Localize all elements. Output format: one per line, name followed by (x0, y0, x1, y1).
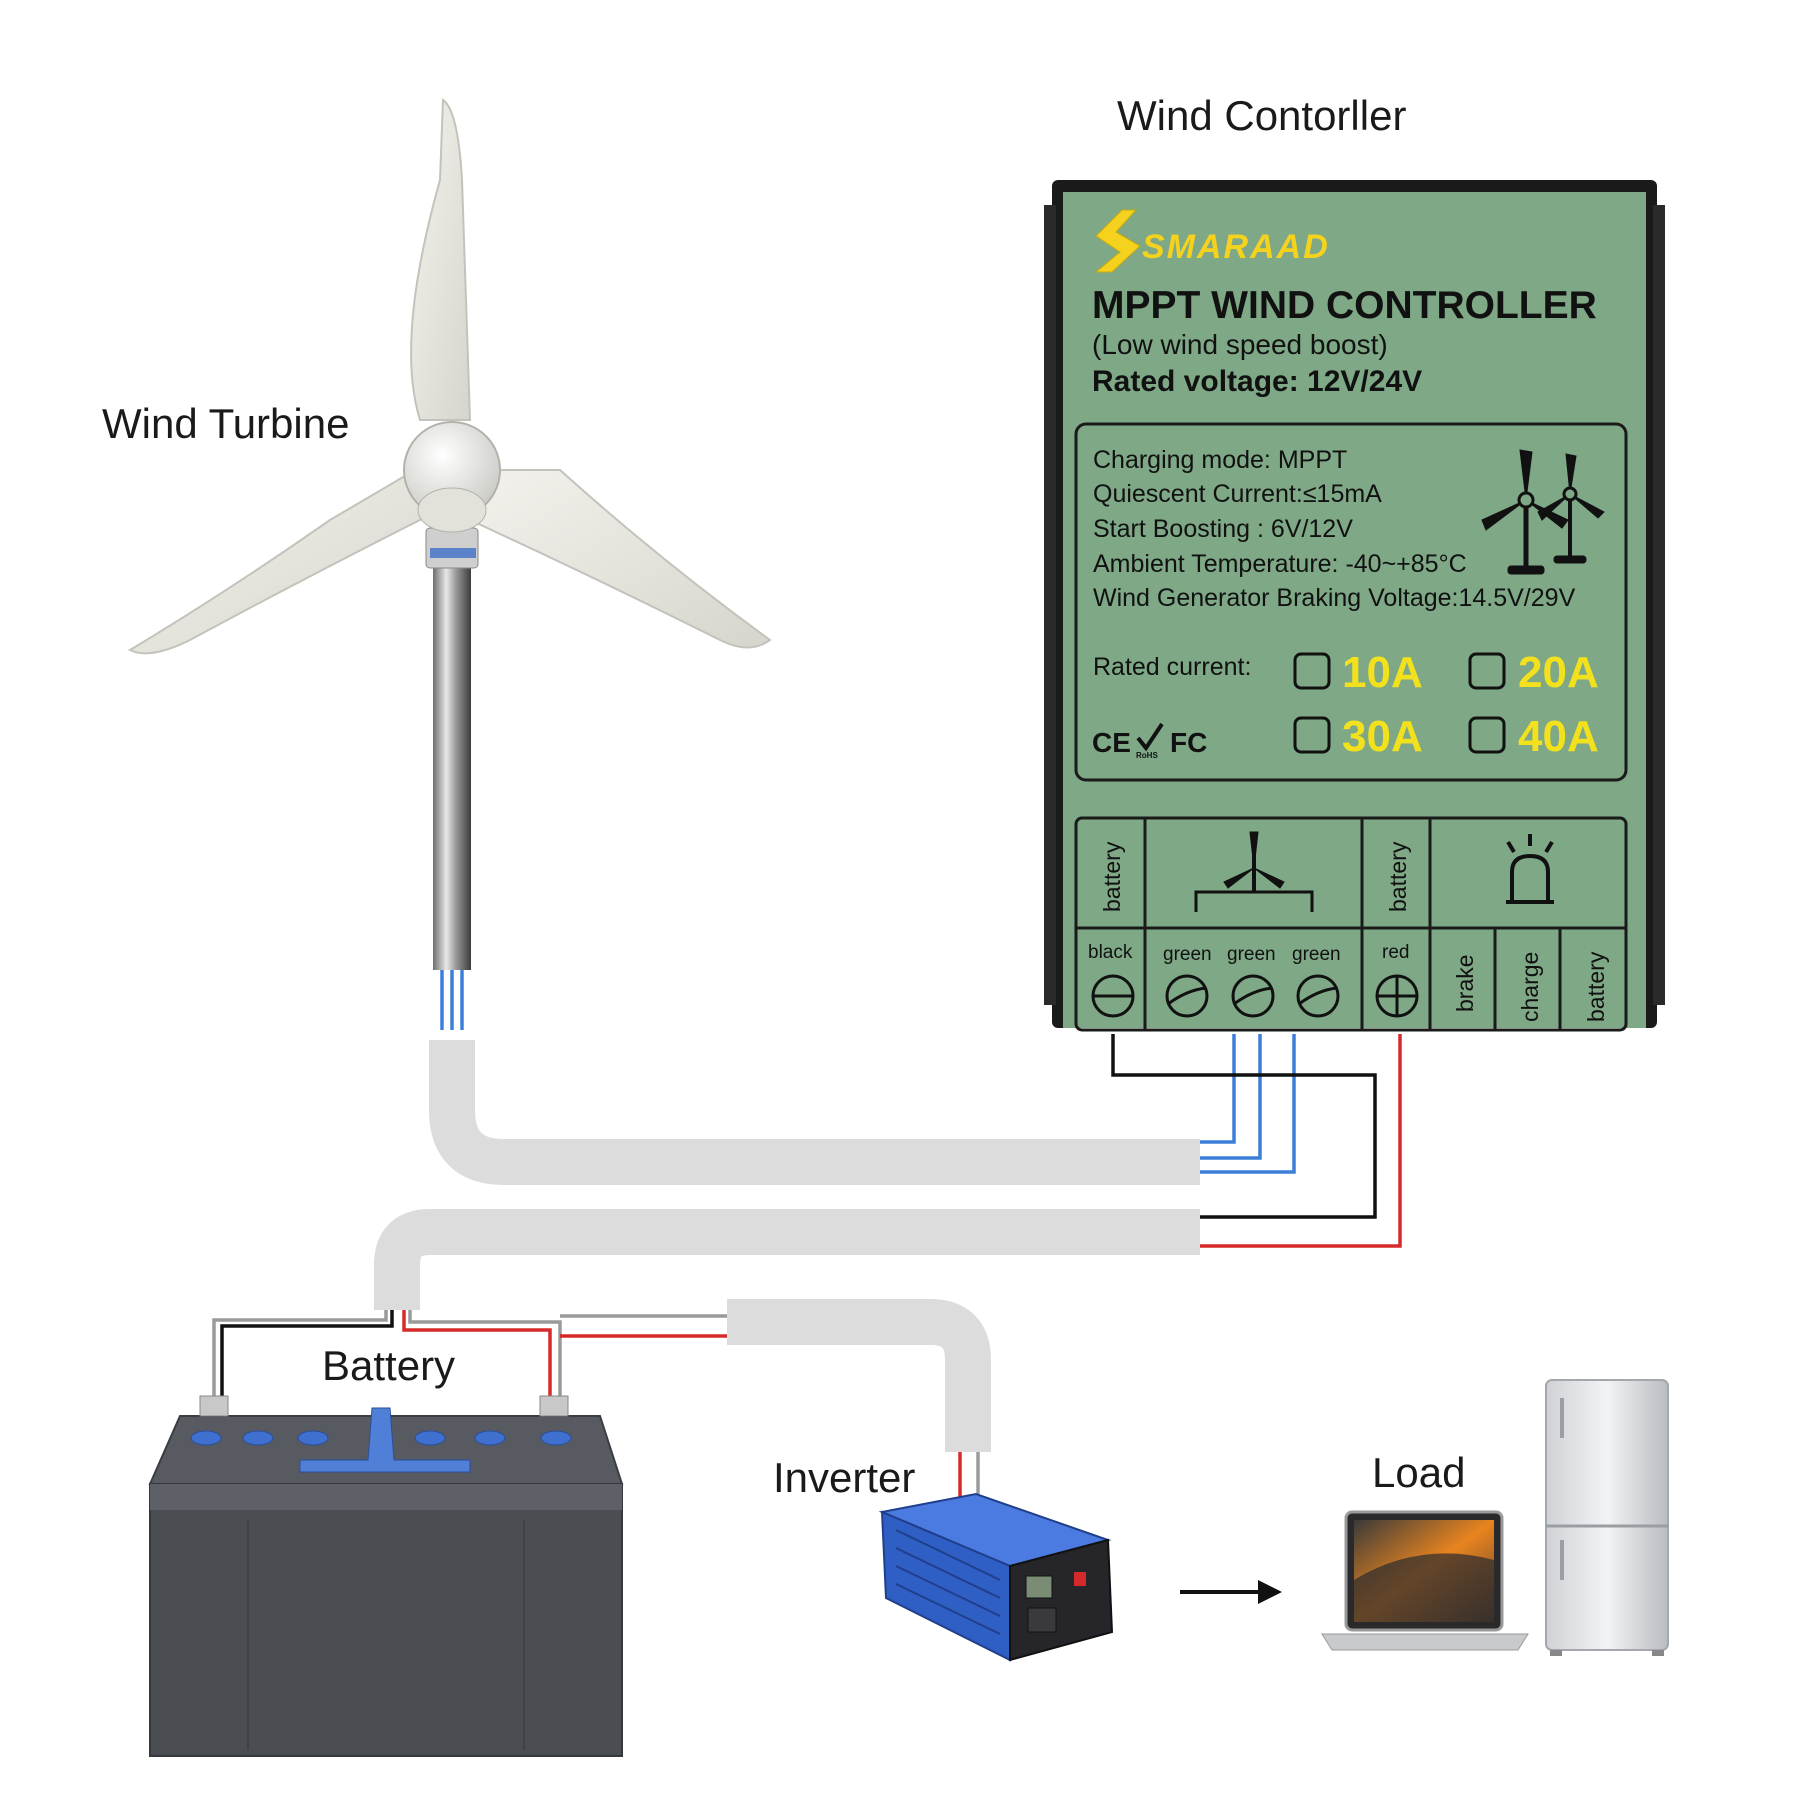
inverter-socket (1028, 1608, 1056, 1632)
terminal-group-label: battery (1385, 841, 1411, 912)
inverter-switch (1074, 1572, 1086, 1586)
conduits (397, 1040, 1200, 1452)
green-wire-3 (1200, 1034, 1294, 1172)
wind-turbine (130, 100, 770, 970)
inverter-label: Inverter (773, 1454, 915, 1501)
spec-line: Quiescent Current:≤15mA (1093, 480, 1382, 508)
ce-mark: CE (1092, 727, 1131, 758)
spec-line: Ambient Temperature: -40~+85°C (1093, 550, 1467, 578)
spec-line: Start Boosting : 6V/12V (1093, 515, 1353, 543)
terminal-wire-label: green (1292, 944, 1341, 965)
rohs-mark: RoHS (1136, 751, 1158, 760)
turbine-blade-top (411, 100, 470, 420)
battery (150, 1396, 622, 1756)
rated-current-label: Rated current: (1093, 653, 1251, 681)
led-label: battery (1583, 951, 1609, 1022)
turbine-blade-right (470, 470, 770, 648)
current-option: 30A (1342, 712, 1423, 761)
battery-body-shade (150, 1484, 622, 1510)
inverter-conduit (727, 1322, 968, 1452)
green-wire-1 (1200, 1034, 1234, 1142)
turbine-pole (433, 560, 471, 970)
inverter (882, 1494, 1112, 1660)
turbine-pole-band (430, 548, 476, 558)
terminal-wire-label: black (1088, 942, 1133, 963)
wind-controller: SMARAAD MPPT WIND CONTROLLER (Low wind s… (1044, 180, 1665, 1030)
controller-rated-voltage: Rated voltage: 12V/24V (1092, 365, 1422, 398)
turbine-conduit (452, 1040, 1200, 1162)
controller-subtitle: (Low wind speed boost) (1092, 329, 1388, 360)
battery-body (150, 1484, 622, 1756)
turbine-blade-left (130, 470, 430, 653)
current-option: 20A (1518, 648, 1599, 697)
refrigerator-icon (1546, 1380, 1668, 1656)
wind-controller-label: Wind Contorller (1117, 92, 1406, 139)
controller-fin-right (1653, 205, 1665, 1005)
terminal-group-label: battery (1099, 841, 1125, 912)
battery-label: Battery (322, 1342, 455, 1389)
terminal-wire-label: green (1163, 944, 1212, 965)
controller-title: MPPT WIND CONTROLLER (1092, 284, 1597, 327)
terminal-wire-label: green (1227, 944, 1276, 965)
black-wire (1113, 1034, 1375, 1217)
laptop-icon (1322, 1512, 1528, 1650)
fcc-mark: FC (1170, 727, 1207, 758)
turbine-nacelle (418, 488, 486, 532)
wind-turbine-label: Wind Turbine (102, 400, 349, 447)
arrow-right-icon (1180, 1580, 1282, 1604)
brand-name: SMARAAD (1142, 228, 1330, 266)
current-option: 10A (1342, 648, 1423, 697)
inverter-display (1026, 1576, 1052, 1598)
red-wire (1200, 1034, 1400, 1246)
led-label: brake (1452, 954, 1478, 1012)
load-label: Load (1372, 1449, 1465, 1496)
current-option: 40A (1518, 712, 1599, 761)
battery-conduit (397, 1232, 1200, 1310)
terminal-wire-label: red (1382, 942, 1409, 963)
spec-line: Charging mode: MPPT (1093, 446, 1347, 474)
led-label: charge (1517, 952, 1543, 1022)
controller-fin-left (1044, 205, 1056, 1005)
green-wire-2 (1200, 1034, 1260, 1158)
spec-line: Wind Generator Braking Voltage:14.5V/29V (1093, 584, 1576, 612)
